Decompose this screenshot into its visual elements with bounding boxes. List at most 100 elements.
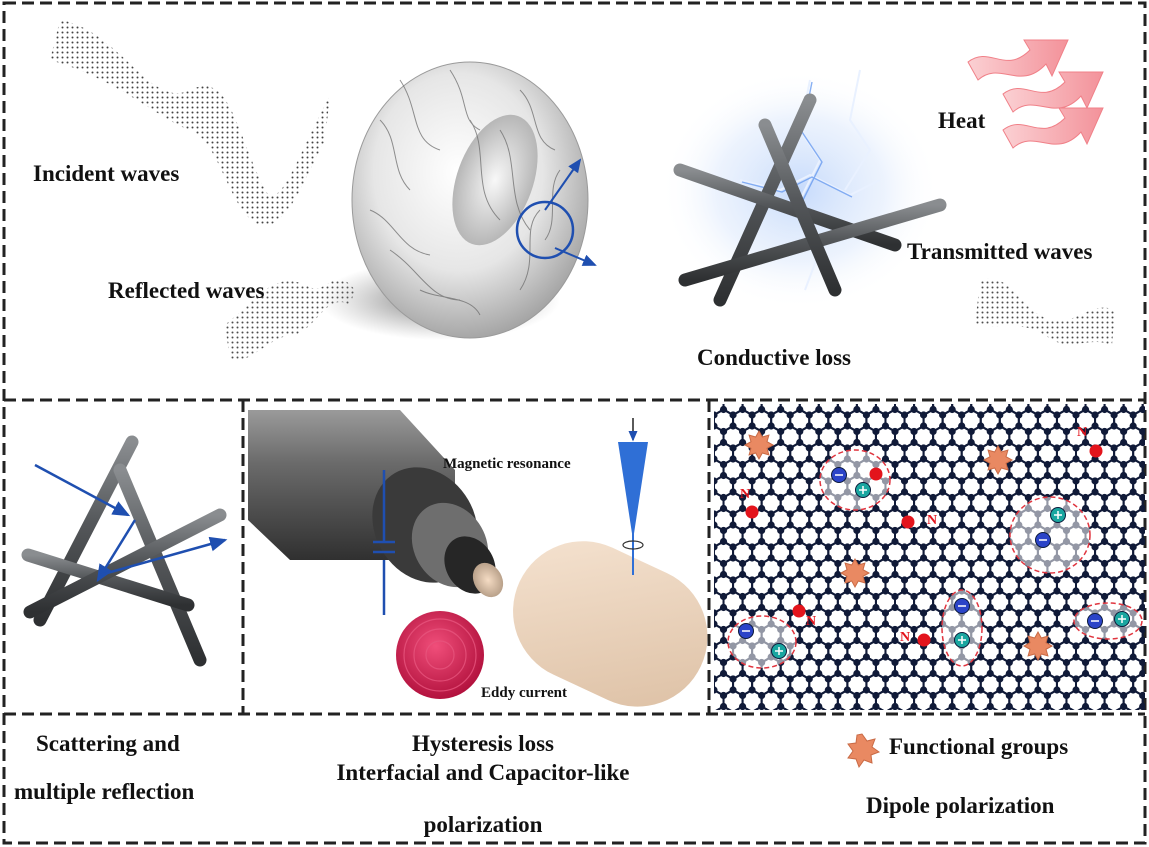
lattice-atom (977, 675, 985, 683)
lattice-atom (1139, 460, 1145, 469)
lattice-atom (1100, 504, 1109, 513)
transmitted-wave-icon (975, 278, 1115, 345)
lattice-atom (891, 438, 899, 447)
lattice-atom (1015, 444, 1023, 452)
lattice-atom (1100, 592, 1109, 601)
scattering-label-line2: multiple reflection (14, 779, 195, 804)
lattice-atom (1139, 427, 1145, 436)
lattice-atom (777, 438, 785, 447)
lattice-atom (805, 444, 813, 452)
lattice-atom (758, 592, 766, 601)
lattice-atom (900, 488, 909, 496)
dipole-region (727, 615, 797, 669)
lattice-atom (758, 537, 766, 546)
lattice-atom (948, 438, 956, 447)
lattice-hexagon (1114, 377, 1133, 399)
lattice-atom (881, 455, 890, 463)
lattice-atom (1129, 587, 1137, 595)
lattice-atom (1043, 603, 1052, 612)
lattice-atom (1081, 504, 1090, 513)
lattice-atom (843, 609, 851, 617)
lattice-atom (1120, 570, 1128, 579)
lattice-atom (748, 686, 756, 694)
lattice-atom (1110, 422, 1118, 430)
eddy-current-label: Eddy current (481, 685, 567, 701)
lattice-atom (967, 559, 975, 568)
lattice-atom (872, 405, 880, 414)
lattice-atom (872, 592, 880, 601)
lattice-atom (719, 460, 728, 469)
lattice-atom (1110, 675, 1118, 683)
lattice-atom (1091, 411, 1099, 419)
nitrogen-atom (901, 515, 915, 529)
lattice-atom (948, 405, 956, 414)
lattice-atom (1062, 427, 1071, 436)
lattice-atom (777, 460, 785, 469)
lattice-atom (1091, 642, 1099, 650)
lattice-atom (977, 488, 985, 496)
lattice-atom (862, 587, 871, 595)
lattice-atom (929, 625, 937, 634)
lattice-atom (824, 411, 832, 419)
lattice-atom (834, 592, 842, 601)
lattice-atom (729, 609, 737, 617)
lattice-atom (758, 691, 766, 700)
lattice-atom (834, 691, 842, 700)
lattice-atom (796, 438, 804, 447)
lattice-atom (815, 691, 823, 700)
lattice-atom (948, 537, 956, 546)
lattice-atom (900, 554, 909, 562)
lattice-atom (881, 411, 890, 419)
lattice-atom (758, 460, 766, 469)
lattice-atom (1091, 422, 1099, 430)
lattice-atom (748, 411, 756, 419)
lattice-atom (1100, 669, 1109, 678)
lattice-atom (986, 636, 994, 645)
lattice-atom (1100, 658, 1109, 667)
lattice-atom (1043, 658, 1052, 667)
lattice-atom (853, 636, 861, 645)
lattice-atom (1139, 702, 1145, 710)
lattice-atom (891, 625, 899, 634)
lattice-hexagon (981, 377, 1000, 399)
lattice-atom (729, 411, 737, 419)
lattice-atom (719, 658, 728, 667)
lattice-atom (853, 405, 861, 414)
lattice-hexagon (714, 578, 715, 593)
lattice-atom (939, 422, 947, 430)
lattice-atom (777, 405, 785, 414)
lattice-hexagon (714, 377, 733, 399)
lattice-atom (872, 504, 880, 513)
lattice-atom (714, 675, 718, 683)
lattice-atom (1062, 658, 1071, 667)
lattice-atom (986, 438, 994, 447)
lattice-atom (815, 625, 823, 634)
lattice-atom (767, 521, 775, 529)
lattice-atom (758, 493, 766, 502)
lattice-atom (729, 455, 737, 463)
lattice-atom (939, 411, 947, 419)
lattice-atom (1100, 493, 1109, 502)
lattice-atom (796, 427, 804, 436)
lattice-atom (939, 587, 947, 595)
lattice-atom (929, 669, 937, 678)
lattice-atom (1072, 675, 1080, 683)
lattice-atom (1053, 422, 1061, 430)
lattice-atom (1015, 576, 1023, 584)
lattice-atom (1091, 675, 1099, 683)
lattice-atom (1062, 438, 1071, 447)
lattice-atom (919, 554, 928, 562)
lattice-atom (714, 488, 718, 496)
lattice-atom (948, 526, 956, 535)
lattice-atom (977, 554, 985, 562)
lattice-atom (738, 493, 747, 502)
lattice-atom (996, 554, 1004, 562)
lattice-atom (805, 620, 813, 628)
lattice-atom (758, 570, 766, 579)
nitrogen-label: N (927, 513, 938, 528)
lattice-atom (977, 653, 985, 661)
lattice-atom (1024, 592, 1032, 601)
lattice-atom (748, 488, 756, 496)
lattice-atom (1062, 460, 1071, 469)
lattice-hexagon (1133, 377, 1149, 399)
